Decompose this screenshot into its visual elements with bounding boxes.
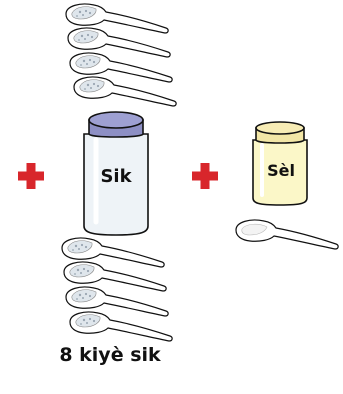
plus-icon — [192, 163, 218, 189]
sugar-jar-label: Sik — [100, 166, 132, 187]
salt-jar-label: Sèl — [267, 161, 295, 180]
sugar-spoons-bottom — [62, 238, 172, 341]
caption: 8 kiyè sik — [0, 344, 220, 366]
spoon-icon — [74, 77, 176, 106]
sugar-jar-icon: Sik — [84, 112, 148, 235]
spoon-icon — [236, 220, 338, 249]
salt-jar-icon: Sèl — [253, 122, 307, 205]
plus-icon — [18, 163, 44, 189]
sugar-spoons-top — [66, 4, 176, 106]
spoon-icon — [68, 28, 170, 57]
spoon-icon — [64, 262, 166, 291]
spoon-icon — [66, 287, 168, 316]
spoon-icon — [70, 312, 172, 341]
